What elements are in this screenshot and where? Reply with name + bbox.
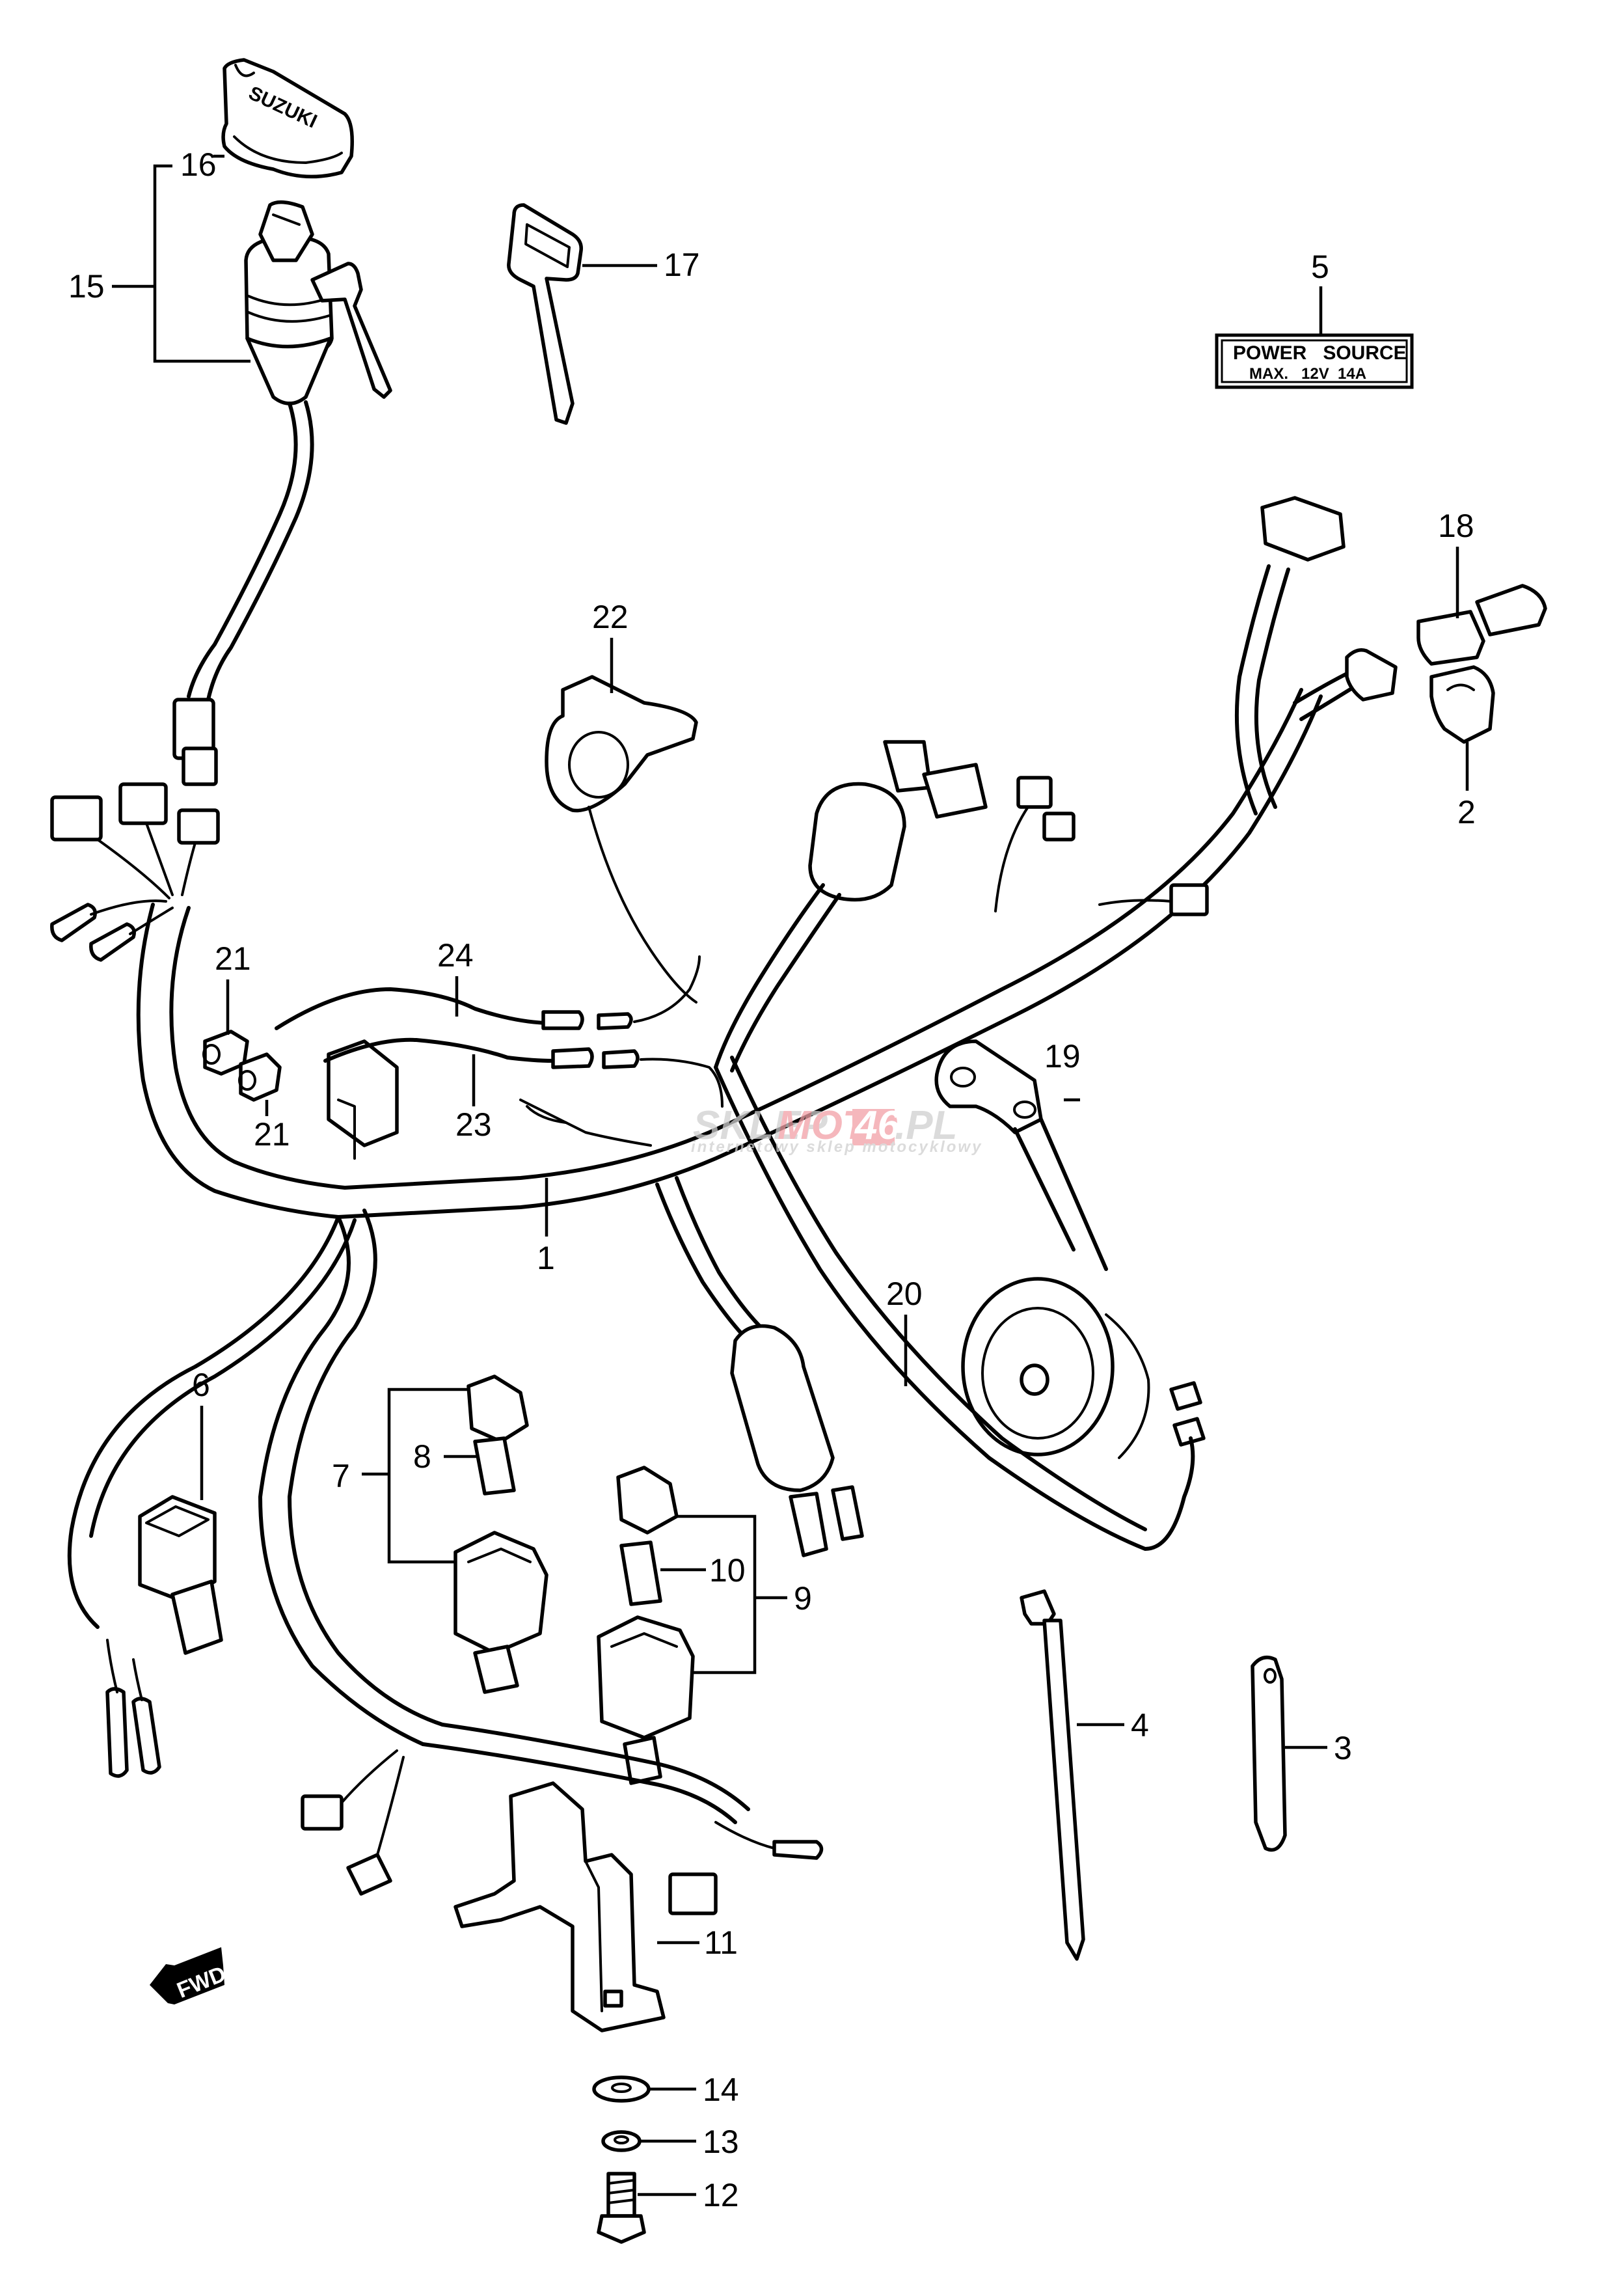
callout-16: 16 [180, 146, 217, 183]
relay-assembly-7 [453, 1374, 548, 1694]
callout-4: 4 [1131, 1707, 1149, 1744]
callout-21-lower: 21 [254, 1116, 290, 1153]
callout-20: 20 [886, 1276, 923, 1312]
callout-13: 13 [703, 2124, 739, 2160]
callout-1: 1 [537, 1240, 555, 1276]
watermark-sklep: SKLEP [693, 1103, 828, 1148]
relay-assembly-9 [597, 1466, 695, 1785]
callout-19: 19 [1044, 1038, 1081, 1074]
coil-upper [714, 740, 988, 1073]
callout-5: 5 [1311, 249, 1329, 285]
callout-10: 10 [709, 1552, 746, 1589]
coil-lower [655, 1176, 864, 1557]
watermark: SKLEP MOTO 46 .PL internetowy sklep moto… [691, 1103, 982, 1156]
power-source-line1: POWER SOURCE [1233, 342, 1407, 364]
horn-bracket-19 [934, 1039, 1108, 1271]
callout-24: 24 [437, 937, 474, 974]
wiring-harness [136, 688, 1323, 1219]
callout-15: 15 [68, 268, 105, 305]
callout-11: 11 [704, 1924, 738, 1961]
power-source-label: POWER SOURCE MAX. 12V 14A [1215, 333, 1414, 389]
callout-leaders [112, 154, 1469, 2196]
ignition-switch [244, 200, 392, 405]
callout-9: 9 [794, 1580, 812, 1617]
callout-22: 22 [592, 599, 629, 635]
connector-cap-21a [202, 1030, 249, 1076]
forward-direction-arrow: FWD [150, 1947, 230, 2004]
watermark-tagline: internetowy sklep motocyklowy [691, 1138, 982, 1156]
harness-clamp-2 [1429, 665, 1495, 744]
callout-18: 18 [1438, 508, 1474, 544]
callout-14: 14 [703, 2072, 739, 2108]
callout-3: 3 [1334, 1730, 1352, 1766]
bracket-11 [453, 1781, 666, 2032]
lock-washer-13 [601, 2130, 642, 2152]
relay-6 [138, 1495, 223, 1655]
ignition-connector [172, 698, 218, 786]
callout-8: 8 [413, 1438, 431, 1475]
watermark-number: 46 [854, 1103, 900, 1148]
ignition-switch-cap: SUZUKI [221, 58, 354, 179]
bullet-connectors-left [105, 1639, 161, 1778]
power-source-line2: MAX. 12V 14A [1249, 365, 1366, 383]
switch-22 [545, 675, 698, 1004]
lower-connectors [301, 1749, 824, 1915]
socket-18 [1345, 584, 1547, 702]
callout-7: 7 [332, 1458, 350, 1494]
washer-14 [592, 2075, 651, 2103]
callout-2: 2 [1457, 794, 1476, 830]
lead-wire-24 [275, 987, 633, 1030]
connector-cluster-left [50, 782, 220, 962]
clamp-band-3 [1251, 1655, 1287, 1852]
callout-12: 12 [703, 2177, 739, 2213]
key [507, 203, 583, 425]
connector-cap-21b [238, 1052, 282, 1102]
callout-21-upper: 21 [215, 940, 251, 977]
callout-numbers: 16 15 17 5 18 2 22 24 21 21 23 1 19 20 6… [68, 146, 1476, 2213]
callout-23: 23 [455, 1106, 492, 1143]
watermark-suffix: .PL [895, 1103, 957, 1148]
cable-tie-4 [1020, 1589, 1085, 1961]
small-connectors-upper [994, 776, 1209, 916]
upper-right-connector [1260, 496, 1346, 562]
lead-wire-23 [323, 1037, 640, 1069]
horn-20 [961, 1277, 1206, 1459]
harness-connector-block [327, 1039, 399, 1160]
bolt-12 [597, 2172, 646, 2244]
callout-6: 6 [192, 1367, 210, 1403]
callout-17: 17 [664, 247, 700, 283]
